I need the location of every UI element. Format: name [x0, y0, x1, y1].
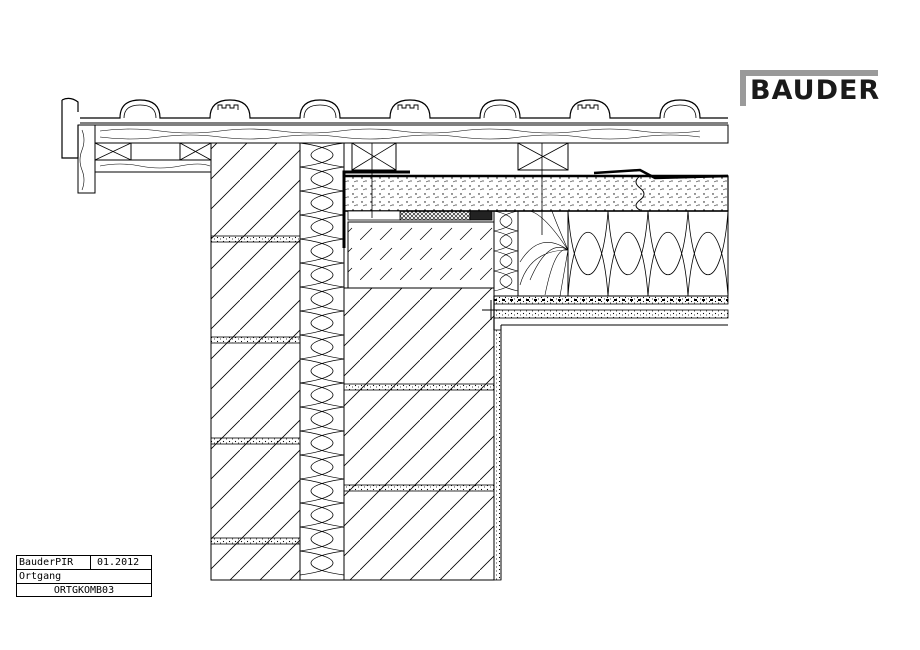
logo-side-bar: [740, 70, 746, 106]
outer-masonry-wall: [210, 142, 301, 581]
bauder-logo: BAUDER: [740, 70, 881, 106]
roof-tiles: [80, 99, 728, 124]
drawing-date: 01.2012: [97, 557, 140, 568]
title-block-row-1: BauderPIR 01.2012: [17, 556, 151, 570]
inner-masonry-wall: [343, 221, 495, 581]
verge-board: [61, 97, 96, 194]
detail-name: Ortgang: [19, 571, 62, 582]
drawing-code: ORTGKOMB03: [53, 585, 115, 596]
wall-insulation: [299, 142, 345, 581]
product-name: BauderPIR: [19, 557, 74, 568]
gap-insulation: [493, 210, 519, 297]
title-block: BauderPIR 01.2012 Ortgang ORTGKOMB03: [16, 555, 152, 597]
logo-bar: [740, 70, 878, 76]
membrane-angle: [342, 168, 729, 248]
corner-fixing: [482, 296, 500, 330]
pir-insulation-board: [343, 174, 729, 212]
title-block-row-2: Ortgang: [17, 570, 151, 584]
logo-text: BAUDER: [750, 75, 881, 106]
rafter-insulation: [567, 210, 729, 297]
title-block-divider: [90, 556, 91, 569]
edge-sealing-strip: [347, 210, 493, 221]
rafter-timber: [517, 210, 569, 297]
verge-battens: [94, 142, 212, 173]
roof-battens: [94, 124, 729, 144]
interior-plaster: [493, 329, 502, 581]
ceiling-lining: [493, 295, 729, 580]
